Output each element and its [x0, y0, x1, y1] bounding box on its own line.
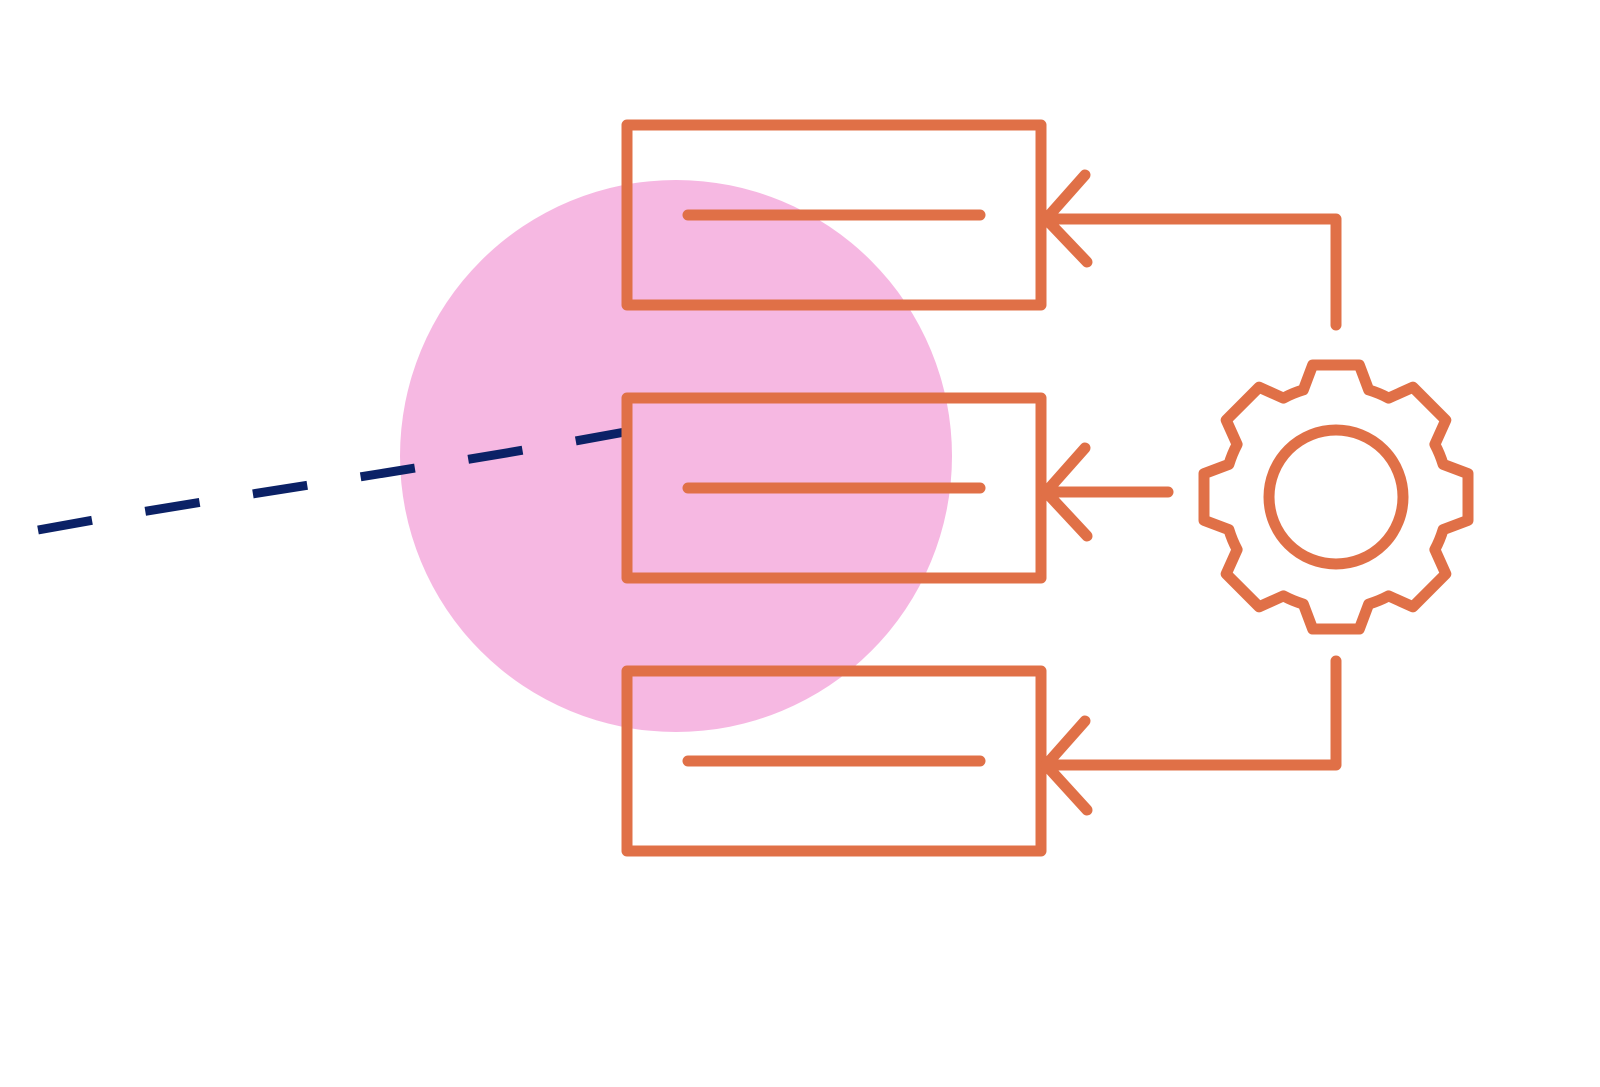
arrow-to-middle-box: [1040, 442, 1174, 542]
box-middle-frame: [621, 392, 1047, 584]
box-bottom-frame: [621, 665, 1047, 857]
arrow-left-icon: [1040, 715, 1093, 816]
gear-icon: [1198, 359, 1474, 635]
arrow-left-icon: [1040, 442, 1093, 542]
arrow-to-top-box: [1040, 169, 1342, 331]
box-middle: [621, 392, 1047, 584]
box-top: [621, 119, 1047, 311]
connector-top: [1040, 213, 1342, 331]
gear-hub: [1263, 424, 1409, 570]
gear-outline: [1198, 359, 1474, 635]
pink-circle-blob: [400, 180, 952, 732]
box-top-frame: [621, 119, 1047, 311]
arrow-left-icon: [1040, 169, 1093, 268]
arrow-to-bottom-box: [1040, 655, 1342, 816]
box-bottom: [621, 665, 1047, 857]
connector-bottom: [1040, 655, 1342, 771]
